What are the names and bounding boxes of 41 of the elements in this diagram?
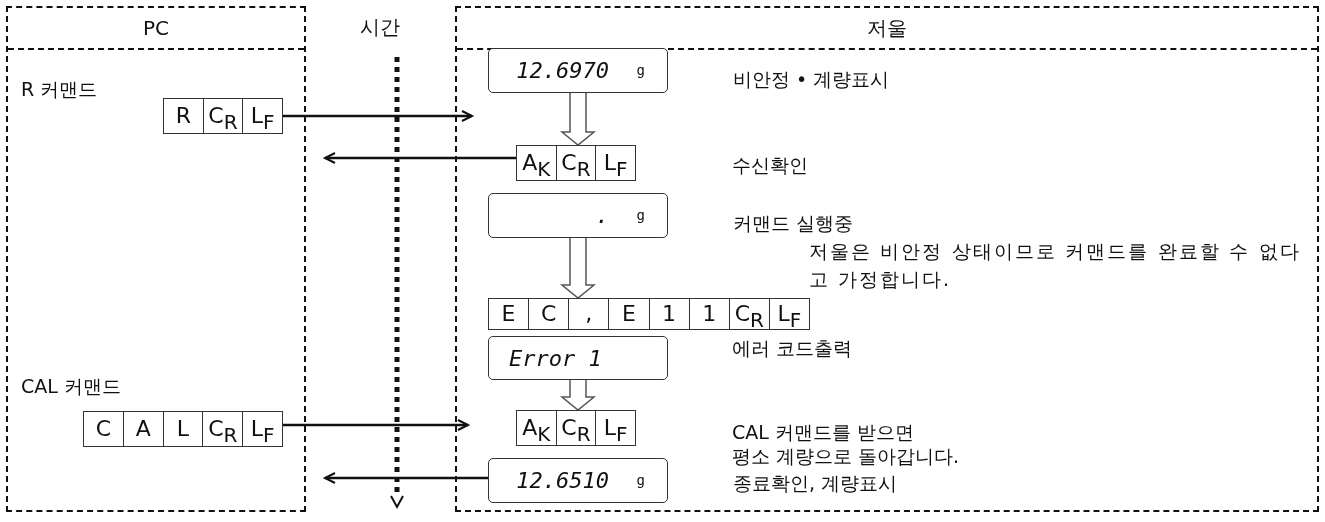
note-text: 수신확인	[732, 153, 808, 177]
note-text: R 커맨드	[21, 77, 98, 101]
command-string-box	[516, 145, 636, 181]
display-reading: .	[595, 202, 609, 230]
display-reading: 12.6970	[516, 57, 609, 85]
command-string-box	[488, 298, 810, 330]
display-box	[488, 336, 668, 380]
character-cell: C	[528, 299, 569, 329]
block-arrow	[559, 237, 597, 299]
character-cell: 1	[688, 299, 729, 329]
column-header: 시간	[359, 15, 401, 39]
command-string-box	[516, 410, 636, 446]
character-cell: E	[608, 299, 649, 329]
note-text: 비안정 • 계량표시	[733, 67, 890, 91]
unit-label: g	[636, 471, 645, 490]
note-text: 종료확인, 계량표시	[733, 471, 898, 495]
character-cell: 1	[648, 299, 689, 329]
character-cell-text: E	[500, 300, 517, 328]
unit-label: g	[636, 61, 645, 80]
character-cell: ,	[568, 299, 609, 329]
display-reading: 12.6510	[516, 467, 609, 495]
note-text: 에러 코드출력	[732, 336, 853, 360]
character-cell: L	[162, 412, 203, 446]
note-text: CAL 커맨드를 받으면 평소 계량으로 돌아갑니다.	[732, 420, 960, 468]
panel	[6, 6, 306, 512]
character-cell-text: C	[94, 415, 113, 443]
panel-header: PC	[8, 8, 304, 50]
display-reading: Error 1	[509, 345, 602, 373]
unit-label: g	[636, 206, 645, 225]
arrow	[283, 419, 469, 431]
block-arrow	[559, 92, 597, 146]
block-arrow	[559, 379, 597, 411]
note-text: 저울은 비안정 상태이므로 커맨드를 완료할 수 없다고 가정합니다.	[809, 239, 1301, 292]
note-text: CAL 커맨드	[21, 374, 121, 398]
panel	[455, 6, 1319, 512]
arrow	[324, 152, 516, 164]
arrow	[283, 110, 473, 122]
character-cell-text: R	[174, 102, 192, 130]
note-text: 커맨드 실행중	[733, 211, 854, 235]
character-cell: A	[122, 412, 163, 446]
arrow	[324, 472, 488, 484]
